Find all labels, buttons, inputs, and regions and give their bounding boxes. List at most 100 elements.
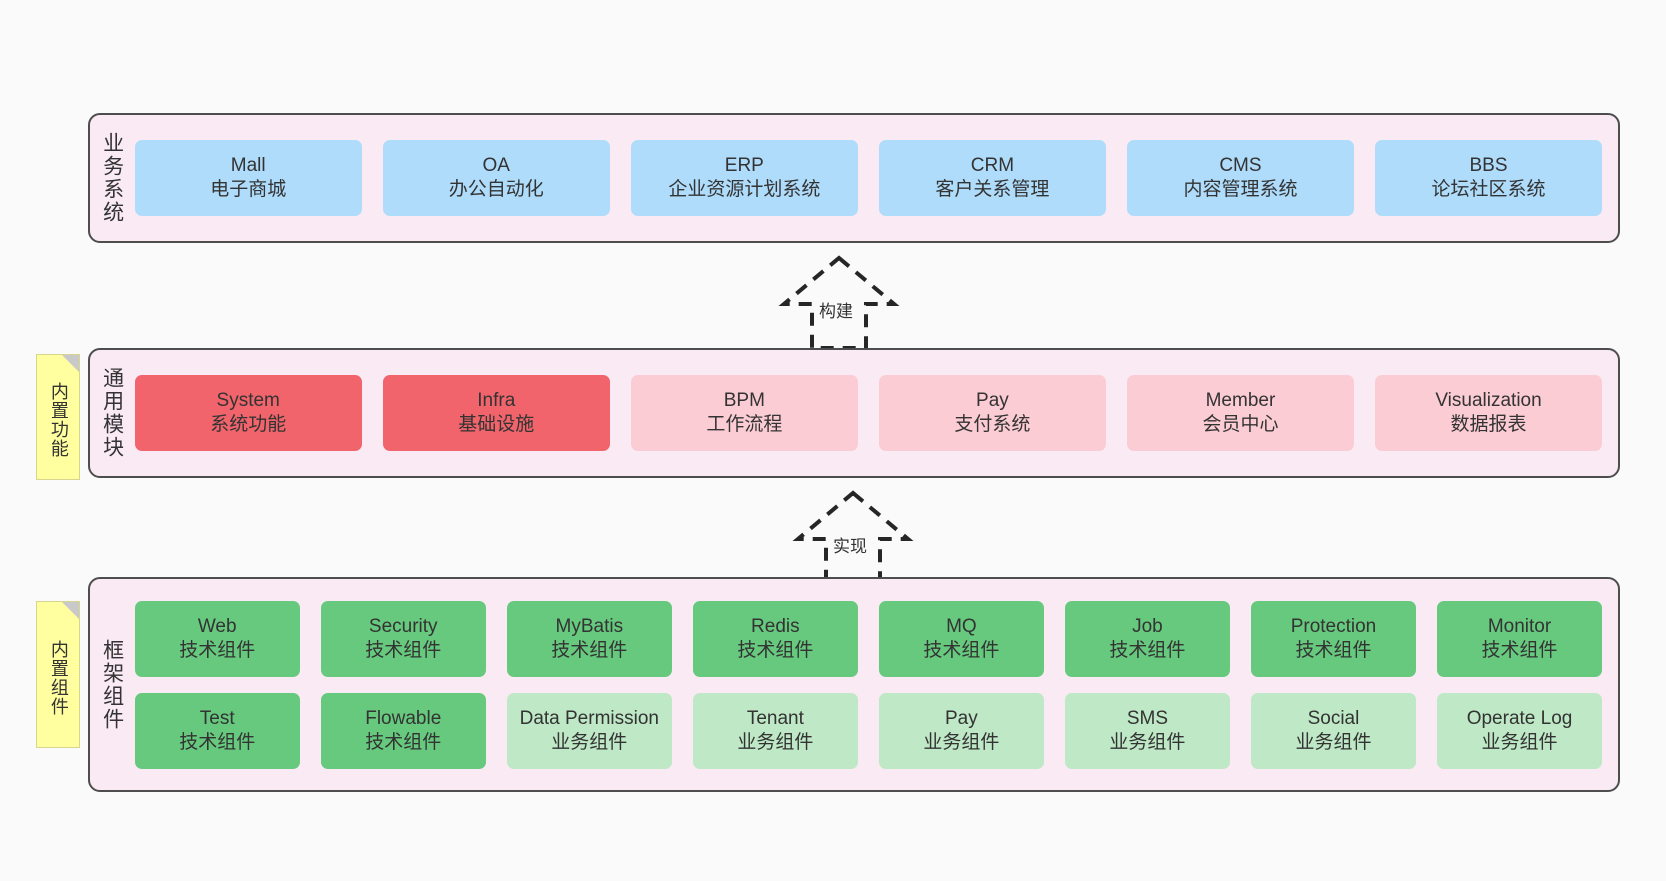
box-data-permission[interactable]: Data Permission 业务组件 (506, 692, 672, 769)
box-title: CMS (1219, 155, 1262, 177)
box-mybatis[interactable]: MyBatis 技术组件 (506, 600, 672, 677)
box-title: Flowable (365, 707, 442, 729)
box-subtitle: 论坛社区系统 (1431, 179, 1546, 200)
layer-business-system: 业务系统 Mall 电子商城 OA 办公自动化 ERP 企业资源计划系统 CRM… (88, 113, 1620, 243)
box-subtitle: 系统功能 (210, 414, 287, 435)
layer-row: Mall 电子商城 OA 办公自动化 ERP 企业资源计划系统 CRM 客户关系… (134, 140, 1603, 216)
box-subtitle: 技术组件 (1481, 639, 1558, 661)
box-subtitle: 电子商城 (210, 179, 287, 200)
box-subtitle: 技术组件 (551, 639, 628, 661)
box-tenant[interactable]: Tenant 业务组件 (692, 692, 858, 769)
arrow-build-icon (778, 255, 900, 350)
box-visualization[interactable]: Visualization 数据报表 (1374, 375, 1603, 451)
layer-body-frame: Web 技术组件 Security 技术组件 MyBatis 技术组件 Redi… (131, 579, 1618, 790)
arrow-implement-label: 实现 (830, 531, 870, 558)
box-subtitle: 内容管理系统 (1183, 179, 1298, 200)
box-title: SMS (1126, 707, 1169, 729)
box-title: Pay (976, 390, 1009, 412)
box-mall[interactable]: Mall 电子商城 (134, 140, 362, 216)
box-flowable[interactable]: Flowable 技术组件 (320, 692, 486, 769)
box-subtitle: 支付系统 (954, 414, 1031, 435)
box-title: Redis (751, 615, 800, 637)
box-subtitle: 会员中心 (1202, 414, 1279, 435)
box-security[interactable]: Security 技术组件 (320, 600, 486, 677)
layer-title-business: 业务系统 (100, 132, 124, 224)
box-title: Social (1307, 707, 1360, 729)
arrow-build: 构建 (744, 252, 934, 352)
box-subtitle: 技术组件 (1109, 639, 1186, 661)
page-fold-icon (62, 602, 79, 619)
box-title: BBS (1469, 155, 1508, 177)
box-subtitle: 企业资源计划系统 (668, 179, 821, 200)
box-title: Mall (230, 155, 266, 177)
box-subtitle: 业务组件 (737, 731, 814, 753)
sticky-note-builtin-component: 内置组件 (36, 601, 80, 748)
box-title: OA (482, 155, 510, 177)
box-system[interactable]: System 系统功能 (134, 375, 362, 451)
box-pay[interactable]: Pay 支付系统 (878, 375, 1106, 451)
box-title: System (216, 390, 280, 412)
sticky-note-builtin-function: 内置功能 (36, 354, 80, 480)
box-subtitle: 数据报表 (1450, 414, 1527, 435)
box-operate-log[interactable]: Operate Log 业务组件 (1437, 692, 1603, 769)
box-infra[interactable]: Infra 基础设施 (382, 375, 610, 451)
sticky-note-label: 内置功能 (48, 382, 69, 458)
box-title: Web (197, 615, 237, 637)
box-subtitle: 业务组件 (1109, 731, 1186, 753)
box-title: Data Permission (519, 707, 659, 729)
arrow-build-label: 构建 (816, 296, 856, 323)
box-title: Pay (945, 707, 978, 729)
box-subtitle: 技术组件 (365, 731, 442, 753)
box-subtitle: 业务组件 (1295, 731, 1372, 753)
box-title: Visualization (1435, 390, 1542, 412)
box-test[interactable]: Test 技术组件 (134, 692, 300, 769)
box-title: Protection (1290, 615, 1377, 637)
arrow-implement: 实现 (758, 487, 948, 587)
box-subtitle: 办公自动化 (448, 179, 544, 200)
box-member[interactable]: Member 会员中心 (1126, 375, 1354, 451)
box-subtitle: 客户关系管理 (935, 179, 1050, 200)
box-title: Job (1132, 615, 1163, 637)
box-title: Monitor (1487, 615, 1552, 637)
box-subtitle: 技术组件 (179, 639, 256, 661)
layer-framework-component: 框架组件 Web 技术组件 Security 技术组件 MyBatis 技术组件… (88, 577, 1620, 792)
box-subtitle: 业务组件 (551, 731, 628, 753)
page-fold-icon (62, 355, 79, 372)
box-title: Member (1205, 390, 1276, 412)
box-subtitle: 基础设施 (458, 414, 535, 435)
box-mq[interactable]: MQ 技术组件 (878, 600, 1044, 677)
box-web[interactable]: Web 技术组件 (134, 600, 300, 677)
box-subtitle: 业务组件 (923, 731, 1000, 753)
box-title: BPM (723, 390, 765, 412)
box-protection[interactable]: Protection 技术组件 (1250, 600, 1416, 677)
box-title: Security (368, 615, 438, 637)
box-title: Infra (477, 390, 516, 412)
box-cms[interactable]: CMS 内容管理系统 (1126, 140, 1354, 216)
box-erp[interactable]: ERP 企业资源计划系统 (630, 140, 858, 216)
layer-title-frame: 框架组件 (100, 638, 124, 731)
box-redis[interactable]: Redis 技术组件 (692, 600, 858, 677)
layer-title-common: 通用模块 (100, 367, 124, 459)
box-monitor[interactable]: Monitor 技术组件 (1437, 600, 1603, 677)
box-job[interactable]: Job 技术组件 (1064, 600, 1230, 677)
box-subtitle: 技术组件 (179, 731, 256, 753)
arrow-implement-icon (792, 490, 914, 585)
sticky-note-label: 内置组件 (48, 639, 69, 716)
box-social[interactable]: Social 业务组件 (1250, 692, 1416, 769)
box-title: MQ (946, 615, 977, 637)
box-title: Operate Log (1466, 707, 1573, 729)
box-pay-biz[interactable]: Pay 业务组件 (878, 692, 1044, 769)
box-sms[interactable]: SMS 业务组件 (1064, 692, 1230, 769)
box-oa[interactable]: OA 办公自动化 (382, 140, 610, 216)
box-subtitle: 技术组件 (923, 639, 1000, 661)
box-title: Test (199, 707, 235, 729)
box-crm[interactable]: CRM 客户关系管理 (878, 140, 1106, 216)
box-subtitle: 业务组件 (1481, 731, 1558, 753)
layer-row: Test 技术组件 Flowable 技术组件 Data Permission … (134, 692, 1603, 769)
layer-row: Web 技术组件 Security 技术组件 MyBatis 技术组件 Redi… (134, 600, 1603, 677)
box-bbs[interactable]: BBS 论坛社区系统 (1374, 140, 1603, 216)
box-bpm[interactable]: BPM 工作流程 (630, 375, 858, 451)
box-subtitle: 技术组件 (1295, 639, 1372, 661)
layer-common-module: 通用模块 System 系统功能 Infra 基础设施 BPM 工作流程 Pay… (88, 348, 1620, 478)
